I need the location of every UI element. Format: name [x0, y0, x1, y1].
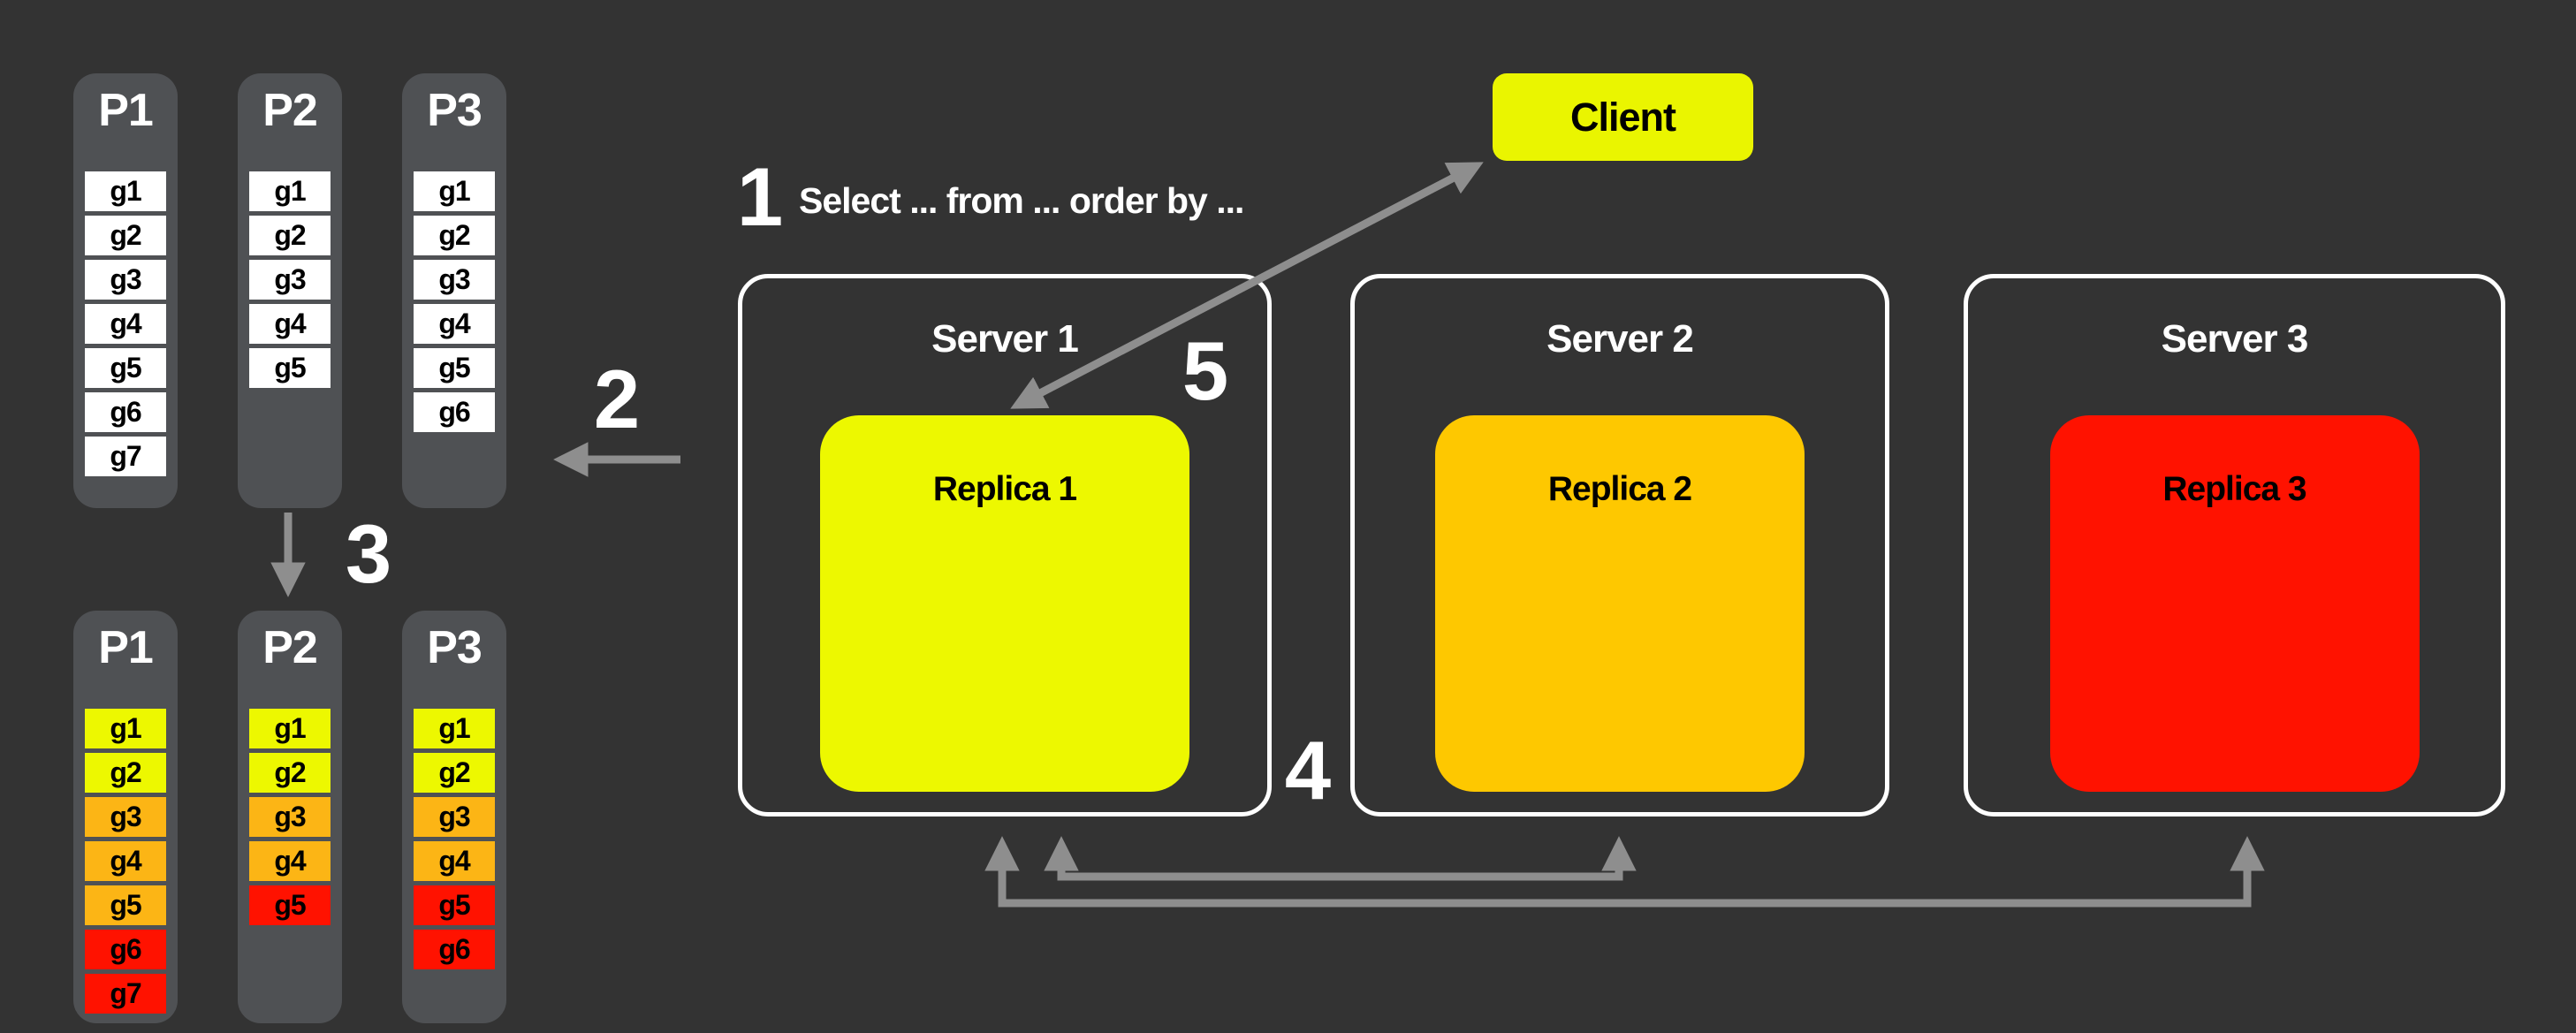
partition-cell: g6: [85, 392, 166, 432]
partition-cell-list: g1 g2 g3 g4 g5 g6: [414, 171, 495, 432]
client-box: Client: [1493, 73, 1753, 161]
replica-1-label: Replica 1: [932, 470, 1077, 508]
partition-cell-list: g1 g2 g3 g4 g5 g6 g7: [85, 171, 166, 476]
partition-cell: g2: [249, 753, 331, 793]
partition-unsorted-p1: P1 g1 g2 g3 g4 g5 g6 g7: [73, 73, 178, 508]
partition-cell-list: g1 g2 g3 g4 g5: [249, 171, 331, 388]
partition-cell-list: g1 g2 g3 g4 g5: [249, 709, 331, 925]
partition-title: P1: [98, 622, 154, 673]
step-2-label: 2: [593, 353, 641, 445]
partition-cell: g1: [85, 171, 166, 211]
partition-cell: g1: [414, 709, 495, 748]
step-5-label: 5: [1182, 324, 1229, 417]
partition-cell: g3: [249, 260, 331, 300]
partition-unsorted-p2: P2 g1 g2 g3 g4 g5: [238, 73, 342, 508]
partition-cell: g3: [249, 797, 331, 837]
partition-cell: g4: [414, 304, 495, 344]
replication-arrow-server1-server2-icon: [1044, 836, 1637, 881]
partition-title: P1: [98, 85, 154, 136]
partition-cell: g4: [249, 841, 331, 881]
partition-cell: g5: [249, 885, 331, 925]
partition-cell: g2: [414, 216, 495, 255]
server-2-box: Server 2 Replica 2: [1350, 274, 1889, 817]
partition-cell: g5: [85, 885, 166, 925]
partition-title: P2: [262, 622, 318, 673]
partition-cell: g3: [414, 260, 495, 300]
replica-1-box: Replica 1: [820, 415, 1189, 792]
query-text: Select ... from ... order by ...: [799, 180, 1244, 221]
replica-2-label: Replica 2: [1547, 470, 1692, 508]
partition-cell: g1: [249, 709, 331, 748]
partition-cell: g5: [414, 348, 495, 388]
partition-cell: g5: [249, 348, 331, 388]
server-3-title: Server 3: [2161, 317, 2309, 361]
server-3-box: Server 3 Replica 3: [1964, 274, 2505, 817]
partition-cell: g2: [85, 216, 166, 255]
partition-cell: g2: [85, 753, 166, 793]
partition-cell-list: g1 g2 g3 g4 g5 g6: [414, 709, 495, 969]
partition-unsorted-p3: P3 g1 g2 g3 g4 g5 g6: [402, 73, 506, 508]
partition-cell: g1: [85, 709, 166, 748]
partition-cell: g1: [414, 171, 495, 211]
replica-2-box: Replica 2: [1435, 415, 1805, 792]
replica-3-label: Replica 3: [2162, 470, 2306, 508]
partition-cell: g4: [414, 841, 495, 881]
step-3-label: 3: [345, 507, 392, 600]
server-2-title: Server 2: [1546, 317, 1694, 361]
partition-cell: g1: [249, 171, 331, 211]
replica-3-box: Replica 3: [2049, 415, 2420, 792]
partition-cell-list: g1 g2 g3 g4 g5 g6 g7: [85, 709, 166, 1014]
partition-cell: g4: [85, 841, 166, 881]
partition-title: P2: [262, 85, 318, 136]
partition-cell: g5: [414, 885, 495, 925]
partition-sorted-p1: P1 g1 g2 g3 g4 g5 g6 g7: [73, 611, 178, 1023]
replication-arrow-server1-server3-icon: [984, 836, 2265, 908]
partition-cell: g2: [249, 216, 331, 255]
partition-cell: g5: [85, 348, 166, 388]
partition-cell: g7: [85, 437, 166, 476]
partition-cell: g3: [85, 260, 166, 300]
partition-cell: g6: [414, 930, 495, 969]
partition-cell: g7: [85, 974, 166, 1014]
partition-title: P3: [427, 622, 483, 673]
partition-cell: g3: [85, 797, 166, 837]
partition-cell: g6: [85, 930, 166, 969]
partition-sorted-p3: P3 g1 g2 g3 g4 g5 g6: [402, 611, 506, 1023]
partition-cell: g4: [249, 304, 331, 344]
step-4-label: 4: [1284, 724, 1332, 817]
partition-cell: g6: [414, 392, 495, 432]
partition-cell: g4: [85, 304, 166, 344]
partition-title: P3: [427, 85, 483, 136]
server-1-box: Server 1 Replica 1: [738, 274, 1272, 817]
partition-cell: g3: [414, 797, 495, 837]
partition-sorted-p2: P2 g1 g2 g3 g4 g5: [238, 611, 342, 1023]
partition-cell: g2: [414, 753, 495, 793]
step-1-label: 1: [736, 150, 784, 243]
